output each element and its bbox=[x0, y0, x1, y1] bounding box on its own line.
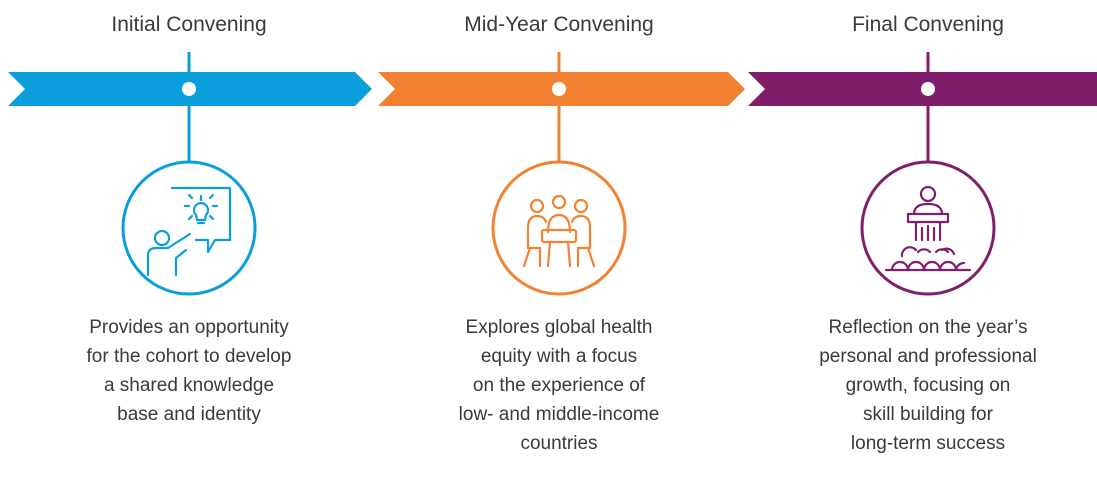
stage-title-final: Final Convening bbox=[852, 13, 1004, 36]
description-line: Explores global health bbox=[465, 317, 653, 338]
stage-title-midyear: Mid-Year Convening bbox=[464, 13, 654, 36]
description-line: long-term success bbox=[850, 433, 1006, 454]
timeline-dot-midyear bbox=[552, 82, 566, 96]
description-line: on the experience of bbox=[472, 375, 646, 396]
stage-title-initial: Initial Convening bbox=[111, 13, 267, 36]
description-line: equity with a focus bbox=[480, 346, 638, 367]
group-meeting-icon bbox=[522, 194, 596, 268]
stage-description-final: Reflection on the year’s personal and pr… bbox=[778, 313, 1078, 458]
stage-description-initial: Provides an opportunity for the cohort t… bbox=[39, 313, 339, 429]
description-line: for the cohort to develop bbox=[86, 346, 292, 367]
icon-circle-initial bbox=[121, 160, 257, 296]
speaker-audience-icon bbox=[884, 185, 972, 272]
description-line: countries bbox=[520, 433, 598, 454]
stage-description-midyear: Explores global health equity with a foc… bbox=[409, 313, 709, 458]
description-line: personal and professional bbox=[819, 346, 1037, 367]
description-line: a shared knowledge bbox=[103, 375, 275, 396]
description-line: base and identity bbox=[117, 404, 261, 425]
description-line: skill building for bbox=[863, 404, 993, 425]
timeline-dot-final bbox=[921, 82, 935, 96]
icon-circle-midyear bbox=[491, 160, 627, 296]
description-line: Provides an opportunity bbox=[89, 317, 289, 338]
description-line: low- and middle-income bbox=[458, 404, 660, 425]
timeline-dot-initial bbox=[182, 82, 196, 96]
description-line: Reflection on the year’s bbox=[828, 317, 1028, 338]
description-line: growth, focusing on bbox=[845, 375, 1011, 396]
presenter-lightbulb-icon bbox=[146, 186, 232, 277]
